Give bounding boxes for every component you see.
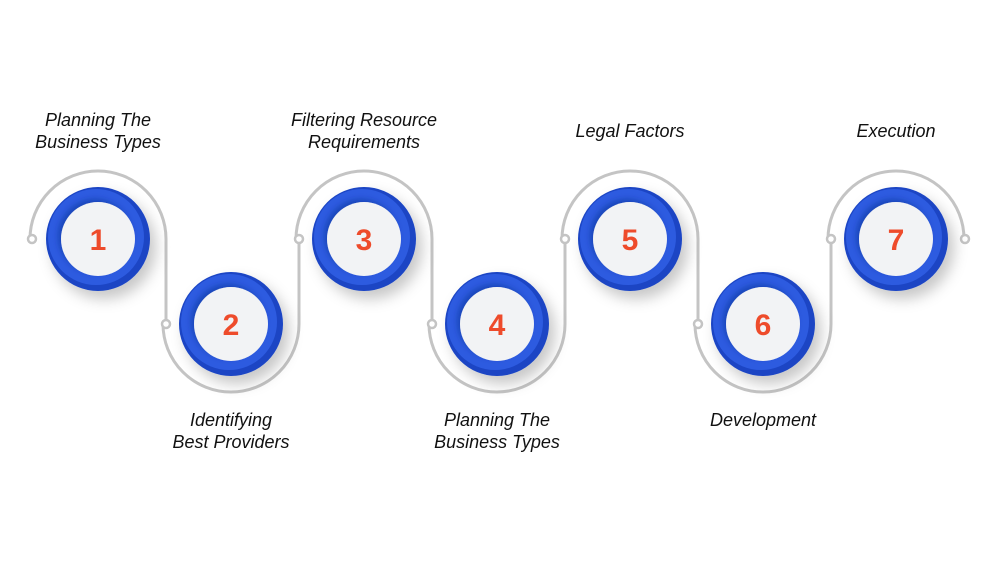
step-number: 4 — [489, 309, 506, 342]
step-number: 3 — [356, 224, 373, 257]
step-node-4: 4 — [445, 272, 549, 376]
step-label-3: Filtering Resource Requirements — [290, 110, 438, 152]
wave-connector — [28, 169, 966, 394]
connector-dot — [959, 233, 971, 245]
connector-dot — [160, 318, 172, 330]
step-node-7: 7 — [844, 187, 948, 291]
step-label-1: Planning The Business Types — [35, 110, 161, 152]
step-disc — [593, 202, 667, 276]
step-label-7: Execution — [856, 121, 936, 141]
step-number: 6 — [755, 309, 772, 342]
step-disc — [859, 202, 933, 276]
step-nodes: 1 2 3 4 5 6 7 — [26, 187, 971, 376]
step-node-1: 1 — [46, 187, 150, 291]
step-number: 2 — [223, 309, 240, 342]
step-disc — [726, 287, 800, 361]
step-node-3: 3 — [312, 187, 416, 291]
step-number: 5 — [622, 224, 639, 257]
connector-dot — [293, 233, 305, 245]
step-label-6: Development — [709, 410, 817, 430]
connector-dot — [825, 233, 837, 245]
step-label-2: Identifying Best Providers — [172, 410, 290, 452]
step-node-5: 5 — [578, 187, 682, 291]
connector-dot — [426, 318, 438, 330]
step-disc — [194, 287, 268, 361]
step-number: 7 — [888, 224, 905, 257]
step-disc — [460, 287, 534, 361]
step-node-2: 2 — [179, 272, 283, 376]
step-label-4: Planning The Business Types — [434, 410, 560, 452]
connector-dot — [26, 233, 38, 245]
connector-dot — [692, 318, 704, 330]
step-disc — [61, 202, 135, 276]
step-disc — [327, 202, 401, 276]
step-number: 1 — [90, 224, 107, 257]
step-node-6: 6 — [711, 272, 815, 376]
connector-dot — [559, 233, 571, 245]
step-label-5: Legal Factors — [575, 121, 685, 141]
